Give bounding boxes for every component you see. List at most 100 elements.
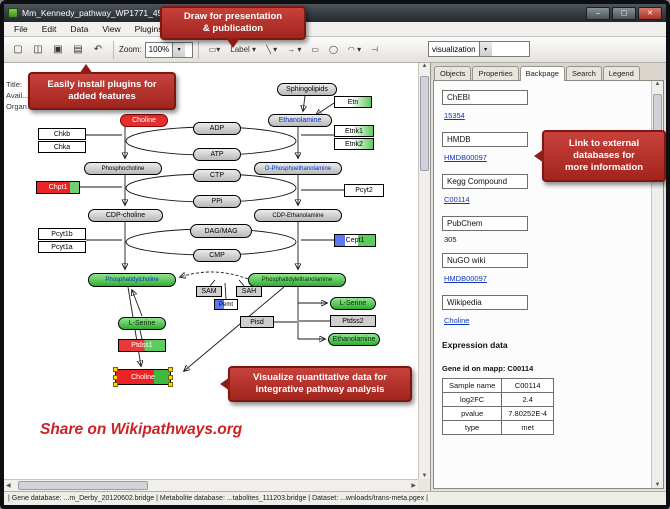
pathway-node-choline[interactable]: Choline xyxy=(113,367,173,387)
pathway-node-cdp-choline[interactable]: CDP-choline xyxy=(88,209,163,222)
pathway-node-ptdss2[interactable]: Ptdss2 xyxy=(330,315,376,327)
oval-tool-button[interactable]: ◯ xyxy=(324,40,343,60)
paste-button[interactable]: ▤ xyxy=(68,40,88,60)
pathway-node-adp[interactable]: ADP xyxy=(193,122,241,135)
chevron-down-icon[interactable]: ▾ xyxy=(478,42,492,56)
menu-view[interactable]: View xyxy=(102,24,121,34)
toolbar-separator xyxy=(197,40,199,59)
titlebar[interactable]: Mm_Kennedy_pathway_WP1771_45176.gp... ‒ … xyxy=(4,4,666,22)
menu-edit[interactable]: Edit xyxy=(41,24,57,34)
pathway-node-o-phosphoethanolamine[interactable]: O-Phosphoethanolamine xyxy=(254,162,342,175)
pathway-node-cdp-ethanolamine[interactable]: CDP-Ethanolamine xyxy=(254,209,342,222)
tab-legend[interactable]: Legend xyxy=(602,66,640,80)
pathway-edge[interactable] xyxy=(132,290,143,317)
pathway-node-pcyt2[interactable]: Pcyt2 xyxy=(344,184,384,197)
tab-objects[interactable]: Objects xyxy=(434,66,472,80)
menu-plugins[interactable]: Plugins xyxy=(134,24,163,34)
pathway-node-ppi[interactable]: PPi xyxy=(193,195,241,208)
rectangle-tool-button[interactable]: ▭ xyxy=(306,40,324,60)
pathway-node-cept1[interactable]: Cept1 xyxy=(334,234,376,247)
selection-handle[interactable] xyxy=(168,382,173,387)
scroll-left-icon[interactable]: ◀ xyxy=(6,483,11,489)
selection-handle[interactable] xyxy=(168,375,173,380)
pathway-node-chkb[interactable]: Chkb xyxy=(38,128,86,140)
arc-tool-button[interactable]: ◠ ▾ xyxy=(343,40,366,60)
menu-data[interactable]: Data xyxy=(70,24,89,34)
canvas-horizontal-scrollbar[interactable]: ◀ ▶ xyxy=(4,479,418,491)
scroll-up-icon[interactable]: ▲ xyxy=(654,81,661,87)
pathway-node-pisd[interactable]: Pisd xyxy=(240,316,274,328)
pathway-node-sah[interactable]: SAH xyxy=(236,286,262,297)
tab-properties[interactable]: Properties xyxy=(472,66,519,80)
selection-handle[interactable] xyxy=(168,367,173,372)
pathway-edge[interactable] xyxy=(224,282,227,300)
database-link[interactable]: Choline xyxy=(444,316,470,325)
pathway-node-phosphatidylethanolamine[interactable]: Phosphatidylethanolamine xyxy=(248,273,346,287)
pathway-node-ethanolamine[interactable]: Ethanolamine xyxy=(268,114,332,127)
scrollbar-thumb[interactable] xyxy=(18,481,148,490)
scrollbar-thumb[interactable] xyxy=(420,76,429,171)
pathway-node-phosphatidylcholine[interactable]: Phosphatidylcholine xyxy=(88,273,176,287)
pathway-node-l-serine[interactable]: L-Serine xyxy=(330,297,376,310)
pathway-node-etn[interactable]: Etn xyxy=(334,96,372,108)
copy-button[interactable]: ▣ xyxy=(48,40,68,60)
pathway-node-ptdss1[interactable]: Ptdss1 xyxy=(118,339,166,352)
pathway-node-dag-mag[interactable]: DAG/MAG xyxy=(190,224,252,238)
pathway-node-l-serine[interactable]: L-Serine xyxy=(118,317,166,330)
pathway-node-choline[interactable]: Choline xyxy=(120,114,168,127)
visualization-combobox[interactable]: visualization ▾ xyxy=(428,41,530,57)
pathway-edge[interactable] xyxy=(180,271,249,280)
zoom-combobox[interactable]: 100% ▾ xyxy=(144,41,193,58)
select-tool-button[interactable]: ▭▾ xyxy=(204,40,226,60)
pathway-node-pcyt1b[interactable]: Pcyt1b xyxy=(38,228,86,240)
pathway-node-ctp[interactable]: CTP xyxy=(193,169,241,182)
scroll-down-icon[interactable]: ▼ xyxy=(654,482,661,488)
save-button[interactable]: ◫ xyxy=(28,40,48,60)
pathway-edge[interactable] xyxy=(184,286,285,371)
selection-handle[interactable] xyxy=(113,367,118,372)
pathway-node-etnk2[interactable]: Etnk2 xyxy=(334,138,374,150)
pathway-node-pcyt1a[interactable]: Pcyt1a xyxy=(38,241,86,253)
pathway-node-phosphocholine[interactable]: Phosphocholine xyxy=(84,162,162,175)
close-button[interactable]: ✕ xyxy=(638,6,662,20)
pathway-edge[interactable] xyxy=(303,95,305,111)
menu-file[interactable]: File xyxy=(14,24,28,34)
undo-button[interactable]: ↶ xyxy=(88,40,108,60)
pathway-node-cmp[interactable]: CMP xyxy=(193,249,241,262)
database-link[interactable]: HMDB00097 xyxy=(444,274,487,283)
tab-search[interactable]: Search xyxy=(565,66,602,80)
pathway-node-atp[interactable]: ATP xyxy=(193,148,241,161)
scroll-up-icon[interactable]: ▲ xyxy=(421,63,428,69)
scroll-down-icon[interactable]: ▼ xyxy=(421,473,428,479)
canvas-vertical-scrollbar[interactable]: ▲ ▼ xyxy=(418,63,430,479)
pathway-node-sphingolipids[interactable]: Sphingolipids xyxy=(277,83,337,96)
new-button[interactable]: ▢ xyxy=(8,40,28,60)
label-tool-button[interactable]: Label ▾ xyxy=(225,40,261,60)
pathway-node-chka[interactable]: Chka xyxy=(38,141,86,153)
line-tool-button[interactable]: ╲ ▾ xyxy=(261,40,282,60)
selection-handle[interactable] xyxy=(113,382,118,387)
database-link[interactable]: 15354 xyxy=(444,111,465,120)
database-header: HMDB xyxy=(442,132,528,147)
pathway-edge[interactable] xyxy=(238,279,245,287)
pathway-node-ethanolamine[interactable]: Ethanolamine xyxy=(328,333,380,346)
database-link[interactable]: HMDB00097 xyxy=(444,153,487,162)
database-link[interactable]: C00114 xyxy=(444,195,470,204)
tbar-tool-button[interactable]: ⊣ xyxy=(366,40,383,60)
scroll-right-icon[interactable]: ▶ xyxy=(411,483,416,489)
pathway-node-sam[interactable]: SAM xyxy=(196,286,222,297)
pathway-node-etnk1[interactable]: Etnk1 xyxy=(334,125,374,137)
pathway-node-pemt[interactable]: Pemt xyxy=(214,299,238,310)
maximize-button[interactable]: ▢ xyxy=(612,6,636,20)
chevron-down-icon[interactable]: ▾ xyxy=(172,42,186,57)
selection-handle[interactable] xyxy=(113,375,118,380)
minimize-button[interactable]: ‒ xyxy=(586,6,610,20)
arrow-tool-button[interactable]: → ▾ xyxy=(282,40,306,60)
pathway-node-chpt1[interactable]: Chpt1 xyxy=(36,181,80,194)
pathway-edge[interactable] xyxy=(209,279,216,287)
tab-backpage[interactable]: Backpage xyxy=(519,66,565,81)
pathway-edge[interactable] xyxy=(316,102,335,115)
